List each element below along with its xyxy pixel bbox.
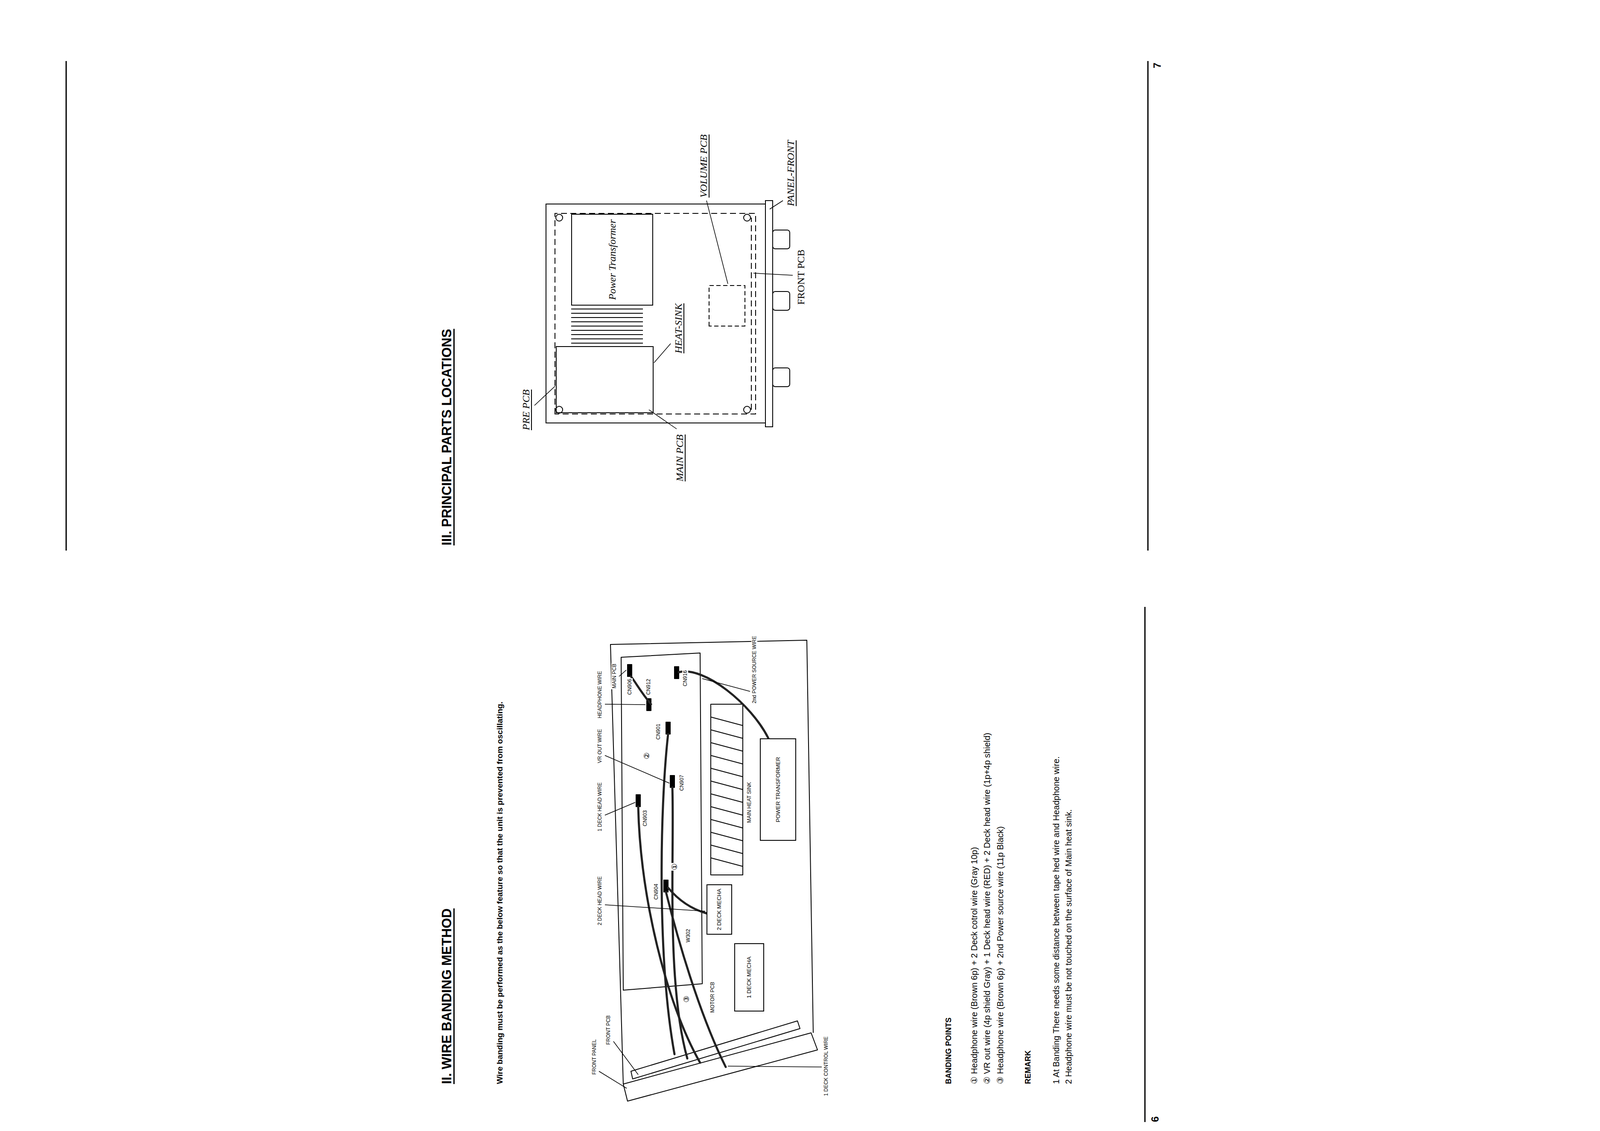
leader-line [598, 1071, 627, 1089]
part-label: MAIN PCB [611, 662, 618, 690]
section-heading: REMARK [1023, 1050, 1034, 1085]
screw [743, 214, 751, 222]
note-text: 2 Headphone wire must be not touched on … [1063, 809, 1074, 1085]
connector-label: CN906 [626, 678, 633, 696]
leader-line [613, 1041, 639, 1075]
part-label: FRONT PANEL [591, 1038, 598, 1076]
connector-label: CN907 [678, 774, 685, 792]
leader-line [753, 273, 793, 276]
leader-line [534, 386, 555, 406]
connector [663, 880, 669, 893]
knob [772, 230, 790, 249]
chassis-outline [610, 640, 814, 1085]
volume-pcb-outline [709, 285, 745, 327]
wire-label: 2nd POWER SOURCE WIRE [751, 635, 758, 705]
leader-line [604, 905, 706, 912]
heat-sink-block [556, 346, 654, 413]
connector-label: CN903 [642, 809, 649, 828]
section-title: III. PRINCIPAL PARTS LOCATIONS [438, 328, 455, 546]
connector-label: CN901 [655, 723, 662, 741]
leader-line [604, 802, 636, 816]
page-number: 6 [1149, 1116, 1162, 1123]
box-label: Power Transformer [606, 219, 619, 301]
knob [772, 291, 790, 311]
box-label: POWER TRANSFORMER [774, 757, 782, 823]
connector-label: W302 [685, 928, 692, 944]
screw [555, 406, 563, 414]
leader-line [769, 200, 783, 210]
mechanism-box: 2 DECK MECHA [706, 884, 733, 935]
knob [772, 367, 790, 387]
front-pcb-outline [630, 1021, 800, 1080]
callout-number: ① [670, 863, 679, 871]
page-number: 7 [1151, 62, 1164, 69]
connector-label: CN904 [653, 883, 660, 901]
chassis-outline [545, 204, 766, 424]
leader-line [706, 200, 728, 284]
part-label: MAIN HEAT SINK [746, 781, 753, 824]
heat-sink-fins [571, 309, 643, 344]
leader-line [702, 678, 751, 692]
heat-sink-fins [710, 717, 743, 867]
page-rule [1144, 607, 1146, 1123]
leader-line [727, 1066, 822, 1068]
front-panel-outline [765, 200, 773, 427]
wire-label: 2 DECK HEAD WIRE [596, 875, 603, 927]
box-label: 2 DECK MECHA [715, 888, 723, 931]
heat-sink-outline [710, 704, 743, 876]
connector [627, 664, 632, 677]
transformer-box: POWER TRANSFORMER [759, 738, 797, 841]
mechanism-box: 1 DECK MECHA [734, 943, 765, 1012]
part-label: MAIN PCB [673, 433, 687, 483]
part-label: FRONT PCB [605, 1014, 612, 1046]
wire-label: HEADPHONE WIRE [596, 670, 603, 720]
screw [743, 406, 751, 414]
front-pcb-outline [750, 217, 752, 410]
part-label: PANEL-FRONT [784, 139, 798, 208]
section-heading: BANDING POINTS [944, 1017, 954, 1085]
note-text: ③ Headphone wire (Brown 6p) + 2nd Power … [995, 826, 1006, 1085]
note-text: ② VR out wire (4p shield Gray) + 1 Deck … [981, 732, 993, 1085]
box-label: 1 DECK MECHA [745, 956, 753, 999]
callout-number: ③ [682, 995, 691, 1004]
wire-label: VR OUT WIRE [596, 728, 603, 765]
wire-bundle [672, 787, 688, 1059]
part-label: HEAT-SINK [672, 302, 685, 355]
connector [670, 775, 675, 788]
inner-outline [554, 213, 756, 415]
intro-text: Wire banding must be performed as the be… [495, 701, 506, 1085]
part-label: MOTOR PCB [709, 981, 716, 1014]
leader-line [618, 670, 627, 677]
transformer-box: Power Transformer [571, 213, 654, 306]
connector [665, 722, 671, 735]
connector-label: CN916 [682, 669, 689, 688]
note-text: ① Headphone wire (Brown 6p) + 2 Deck cot… [969, 847, 980, 1085]
leader-line [648, 409, 677, 430]
wire-label: 1 DECK CONTROL WIRE [823, 1035, 830, 1098]
callout-number: ② [642, 752, 652, 760]
page-rule [65, 61, 68, 551]
screw [555, 214, 563, 222]
part-label: VOLUME PCB [697, 133, 710, 199]
leader-line [654, 343, 671, 363]
section-title: II. WIRE BANDING METHOD [438, 908, 455, 1085]
part-label: FRONT PCB [794, 248, 808, 306]
page-rule [1147, 61, 1149, 551]
leader-line [604, 704, 646, 705]
connector [636, 794, 641, 807]
connector-label: CN912 [645, 678, 652, 696]
wire-label: 1 DECK HEAD WIRE [596, 781, 603, 833]
part-label: PRE PCB [519, 388, 533, 432]
leader-line [604, 755, 670, 784]
note-text: 1 At Banding There needs some distance b… [1051, 756, 1062, 1085]
